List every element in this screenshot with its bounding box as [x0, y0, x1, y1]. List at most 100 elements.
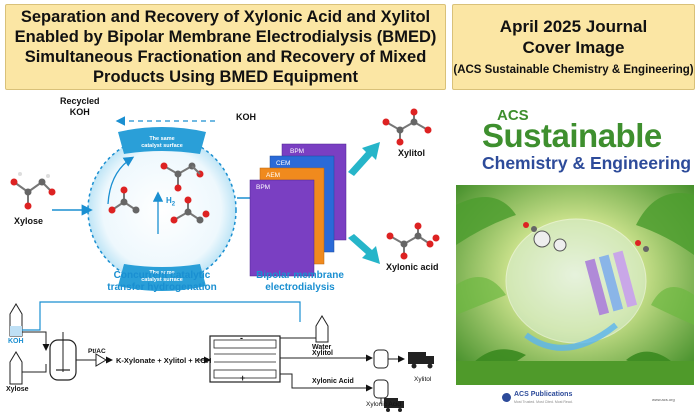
cth-line-1: Concurrent catalytic: [113, 270, 211, 281]
title-line-2: Enabled by Bipolar Membrane Electrodialy…: [14, 28, 437, 46]
catalyst-surface-bottom: [118, 264, 206, 291]
molecule-inside-top: [160, 162, 204, 192]
cover-publisher: ACS Publications: [514, 391, 573, 398]
arrow-to-xylitol: [348, 142, 380, 176]
catalyst-surface-bottom-label: The same catalyst surface: [128, 270, 196, 284]
process-water-label: Water: [312, 344, 332, 351]
cover-url: www.acs.org: [652, 397, 675, 402]
title-line-3: Simultaneous Fractionation and Recovery …: [24, 48, 427, 66]
cover-flow-arrow: [524, 322, 618, 351]
xylonic-line: [280, 373, 373, 392]
catalyst-surface-top: [118, 127, 206, 154]
xylitol-molecule: [382, 108, 432, 146]
molecule-inside-left: [108, 186, 140, 214]
cover-title-line-1: April 2025 Journal: [499, 16, 648, 36]
recycled-koh-line-2: KOH: [69, 107, 90, 117]
cover-molecule-3: [635, 240, 641, 246]
title-line-1: Separation and Recovery of Xylonic Acid …: [20, 8, 431, 26]
process-koh-label: KOH: [8, 338, 24, 345]
xylonic-acid-molecule: [386, 222, 440, 260]
truck-xylitol-label: Xylitol: [414, 376, 432, 383]
cover-molecule-1: [523, 222, 529, 228]
cover-title-line-2: Cover Image: [522, 37, 625, 57]
leaf-5: [456, 277, 506, 315]
cover-sustainable-text: Sustainable: [482, 117, 662, 154]
bmed-line-2: electrodialysis: [265, 282, 335, 293]
cover-header: ACS Sustainable Chemistry & Engineering: [456, 97, 694, 189]
cover-molecule-2: [531, 226, 537, 232]
process-xylitol-label: Xylitol: [312, 350, 334, 357]
catalyst-label: Pt/AC: [88, 348, 106, 355]
bmed-label: Bipolar membrane electrodialysis: [248, 270, 352, 294]
glass-orb: [505, 218, 647, 344]
catalyst-surface-top-label: The same catalyst surface: [128, 136, 196, 150]
cover-molecule-4: [643, 246, 649, 252]
xylonic-acid-label: Xylonic acid: [386, 262, 439, 272]
catalyst-bottom-line-2: catalyst surface: [141, 277, 183, 283]
recycled-koh-label: Recycled KOH: [60, 96, 100, 118]
title-line-4: Products Using BMED Equipment: [93, 68, 358, 86]
koh-label: KOH: [236, 112, 256, 122]
cth-line-2: transfer hydrogenation: [107, 282, 217, 293]
process-xylose-label: Xylose: [6, 386, 29, 393]
xylonic-vessel: [373, 379, 389, 399]
bmed-anode: [213, 369, 277, 379]
recycle-line: [22, 301, 301, 331]
h2-text: H: [166, 196, 172, 205]
truck-xylonic-label: Xylonic Acid: [366, 401, 402, 408]
membrane-panel-3: [612, 250, 638, 308]
membrane-panel-2: [598, 254, 624, 312]
filter: [95, 353, 107, 367]
xylitol-label: Xylitol: [398, 148, 426, 158]
molecule-inside-bottom: [170, 196, 210, 224]
membrane-label-bpm-front: BPM: [256, 184, 271, 191]
leaf-6: [651, 287, 694, 325]
acs-logo-icon: [502, 393, 511, 402]
catalyst-top-line-2: catalyst surface: [141, 143, 183, 149]
process-flow-diagram: [9, 301, 434, 412]
koh-tank-liquid: [10, 326, 22, 336]
journal-cover: ACS Sustainable Chemistry & Engineering: [456, 97, 694, 415]
catalyst-bottom-line-1: The same: [149, 270, 175, 276]
leaf-2: [636, 193, 694, 255]
gauge-2: [553, 238, 567, 252]
xylose-tank: [9, 351, 23, 385]
recycled-koh-line-1: Recycled: [60, 96, 100, 106]
gauge-1: [533, 230, 551, 248]
feed-line-xylose: [22, 364, 47, 373]
cover-chemistry-text: Chemistry & Engineering: [482, 153, 692, 173]
feed-line-koh: [22, 331, 50, 351]
xylose-molecule: [10, 172, 56, 210]
leaf-1: [456, 197, 516, 245]
cover-artwork: [456, 185, 694, 385]
cover-grass: [456, 361, 694, 385]
xylitol-truck-icon: [408, 352, 434, 369]
membrane-label-bpm-back: BPM: [290, 148, 305, 155]
catalyst-top-line-1: The same: [149, 136, 175, 142]
cover-title-line-3: (ACS Sustainable Chemistry & Engineering…: [453, 63, 694, 76]
xylonic-truck-icon: [384, 398, 404, 412]
xylose-label: Xylose: [14, 216, 44, 226]
cover-acs-text: ACS: [497, 107, 529, 124]
xylitol-vessel: [373, 349, 389, 369]
h2-label: H2: [166, 196, 175, 208]
membrane-label-cem: CEM: [276, 160, 291, 167]
membrane-label-aem: AEM: [266, 172, 281, 179]
bmed-line-1: Bipolar membrane: [256, 270, 344, 281]
bmed-plus-sign: +: [240, 373, 246, 383]
h2-subscript: 2: [171, 201, 176, 208]
membrane-bpm-front: [249, 179, 315, 277]
bmed-cathode: [213, 339, 277, 349]
arrow-to-xylonic: [348, 234, 380, 264]
scheme-diagram: [10, 108, 440, 291]
cover-tagline: Most Trusted. Most Cited. Most Read.: [514, 400, 573, 404]
membrane-panel-1: [584, 258, 610, 316]
cover-title-box: April 2025 Journal Cover Image (ACS Sust…: [452, 4, 695, 90]
title-box: Separation and Recovery of Xylonic Acid …: [5, 4, 446, 90]
internal-arrow-left: [107, 156, 135, 205]
cth-label: Concurrent catalytic transfer hydrogenat…: [98, 270, 226, 294]
process-xylonic-label: Xylonic Acid: [312, 378, 354, 385]
bmed-minus-sign: -: [240, 333, 243, 343]
cover-footer: ACS Publications Most Trusted. Most Cite…: [456, 385, 694, 415]
water-tank: [315, 315, 329, 343]
